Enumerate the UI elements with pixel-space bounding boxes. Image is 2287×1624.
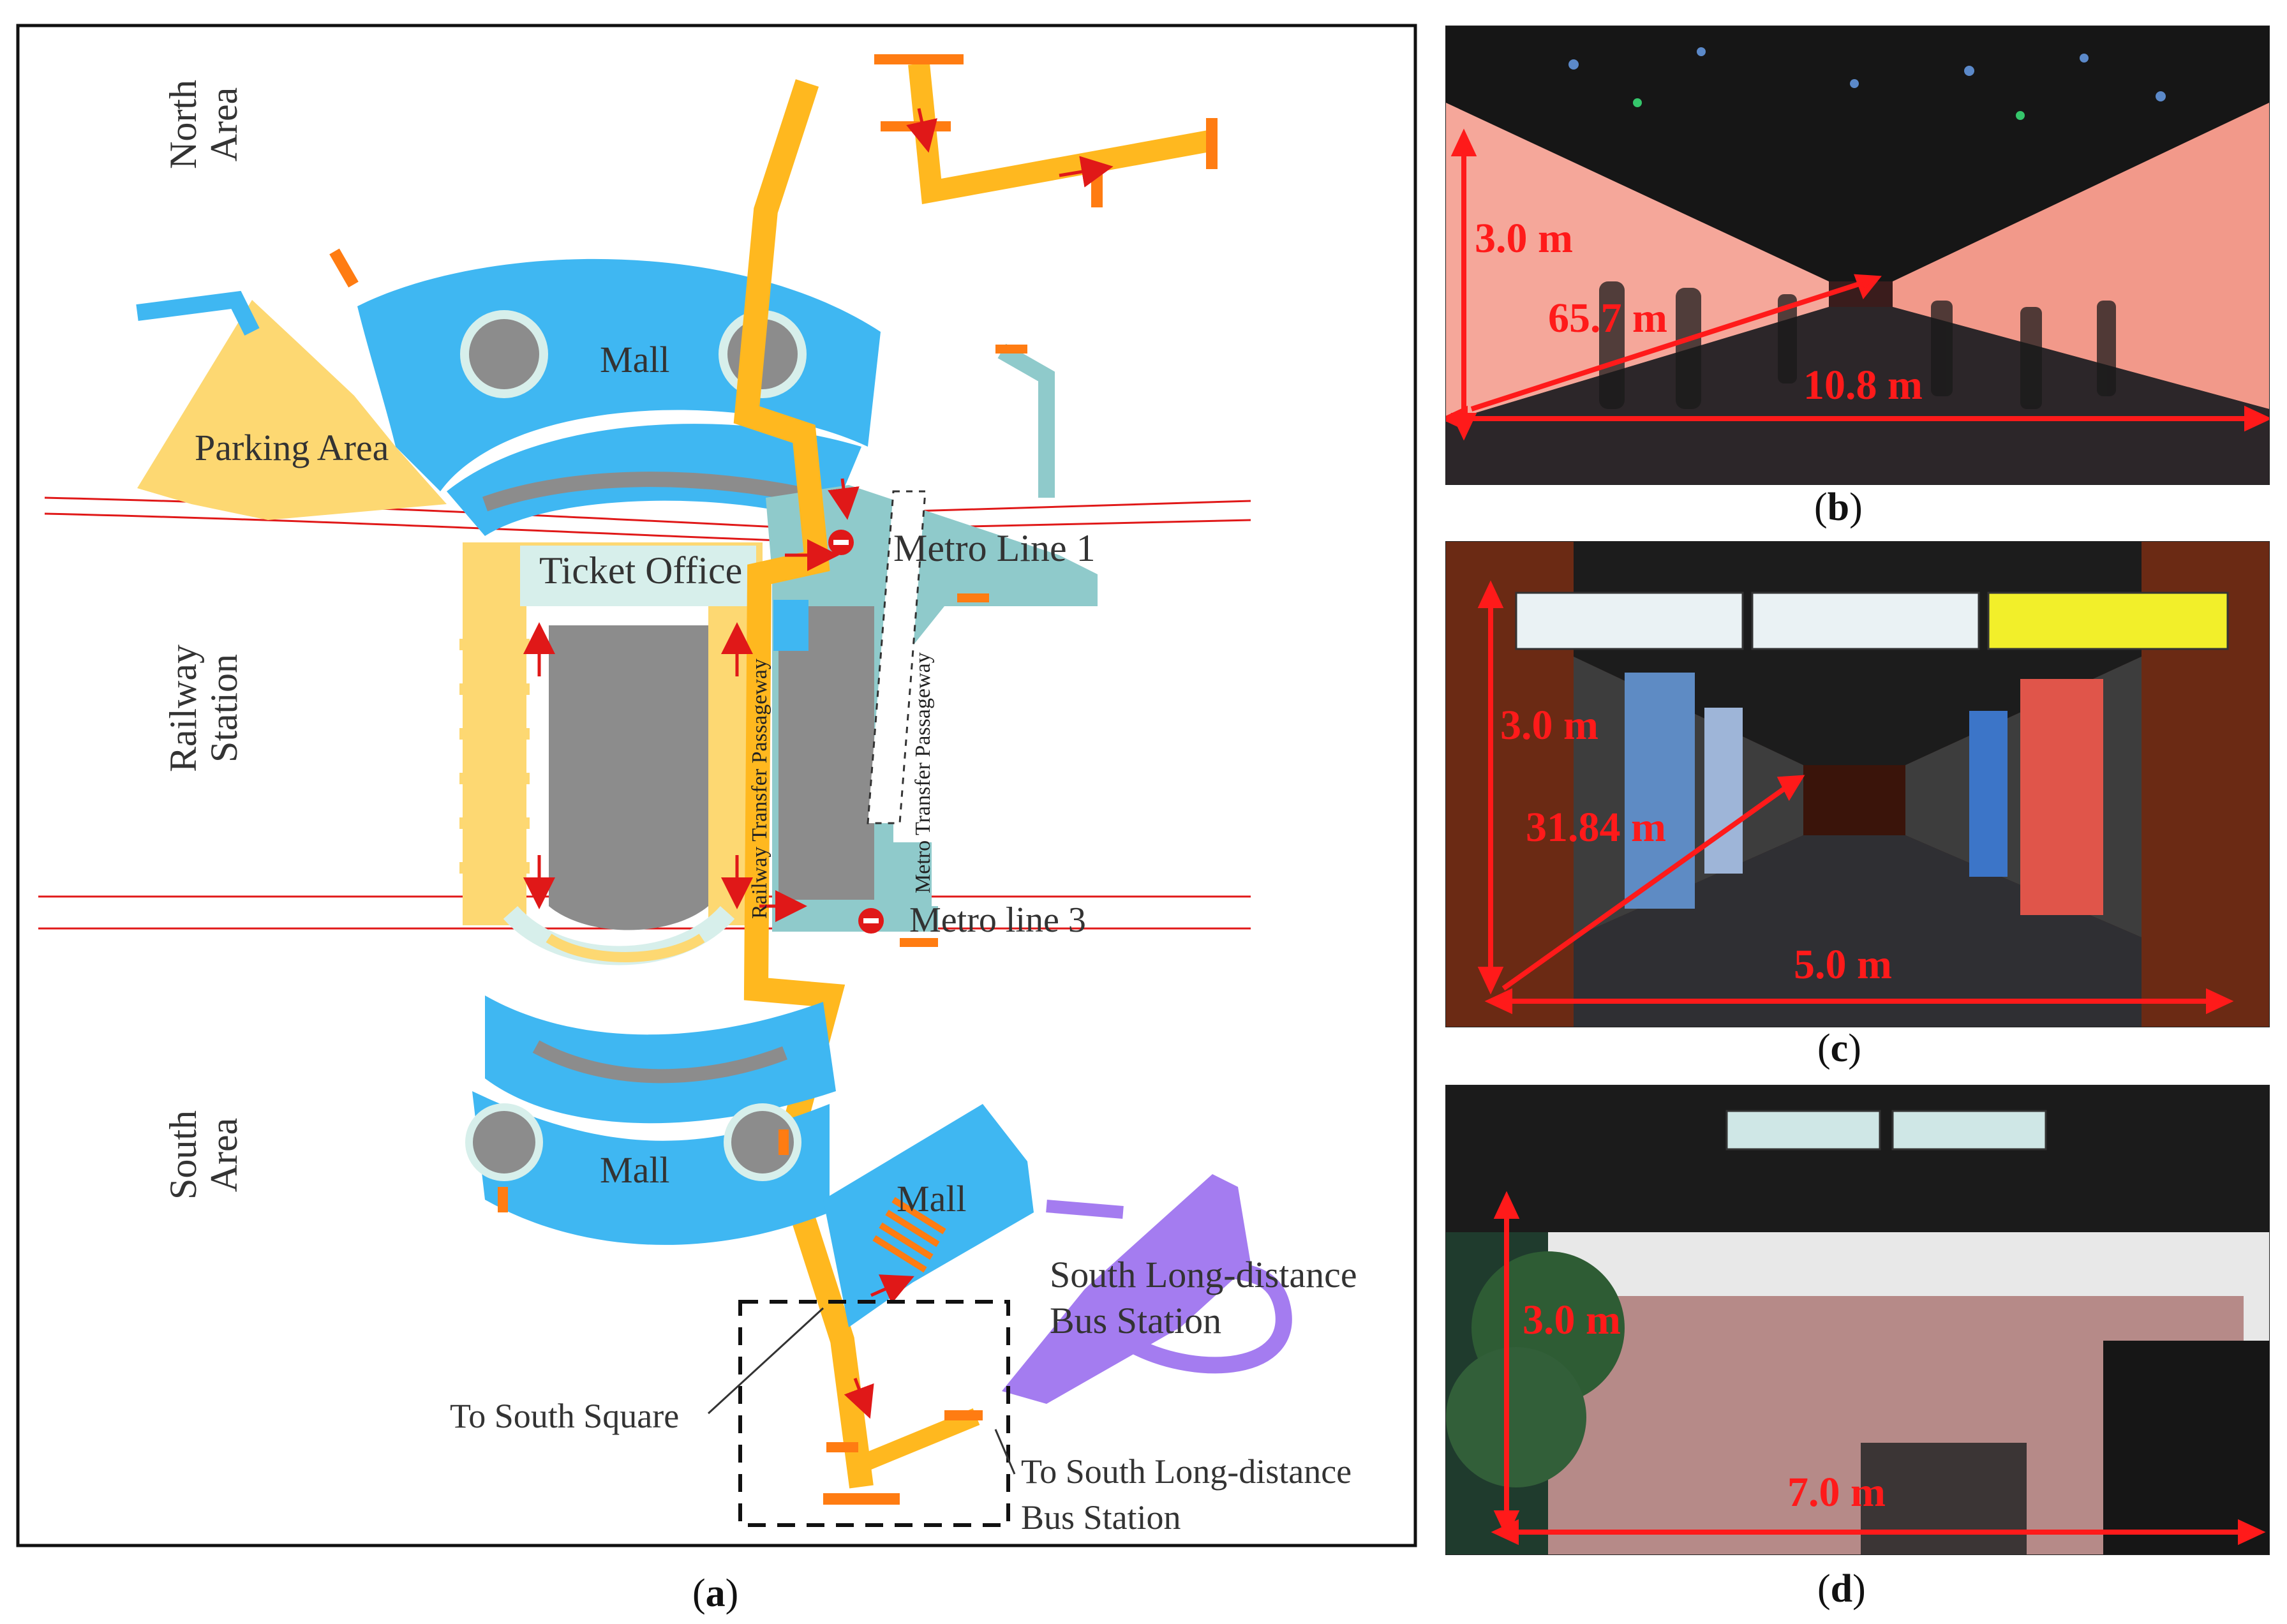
label-metro-line-3: Metro line 3 bbox=[909, 900, 1086, 941]
label-to-south-bus: To South Long-distance Bus Station bbox=[1021, 1449, 1352, 1540]
label-railway-station: Railway Station bbox=[162, 625, 245, 791]
metro-blue-pad bbox=[773, 600, 808, 651]
caption-c-letter: c bbox=[1830, 1027, 1849, 1070]
mall-right-text: Mall bbox=[897, 1178, 967, 1219]
caption-b: (b) bbox=[1814, 486, 1863, 529]
c-length-arrow bbox=[1501, 782, 1792, 991]
south-bus-station-line-1: South Long-distance bbox=[1050, 1254, 1357, 1295]
south-mall-right bbox=[823, 1104, 1034, 1327]
label-mall-bottom: Mall bbox=[600, 1149, 670, 1191]
label-south-area: South Area bbox=[162, 1098, 245, 1212]
photo-b: 3.0 m 65.7 m 10.8 m bbox=[1445, 26, 2270, 485]
metro-grey-block bbox=[778, 606, 874, 900]
caption-d-letter: d bbox=[1830, 1567, 1853, 1611]
c-sign-1 bbox=[1515, 592, 1744, 650]
caption-a: (a) bbox=[692, 1572, 739, 1615]
station-map bbox=[16, 24, 1417, 1547]
caption-d: (d) bbox=[1817, 1567, 1866, 1611]
b-length-label: 65.7 m bbox=[1548, 295, 1667, 341]
to-south-square-text: To South Square bbox=[450, 1397, 680, 1435]
bus-station-loop bbox=[1132, 1262, 1292, 1374]
south-bus-station-shape bbox=[1002, 1174, 1251, 1404]
railway-transfer-passageway-text: Railway Transfer Passageway bbox=[748, 659, 771, 919]
label-parking-area: Parking Area bbox=[195, 426, 389, 469]
mall-top-text: Mall bbox=[600, 339, 670, 380]
south-area-text: South Area bbox=[162, 1110, 245, 1200]
label-south-bus-station: South Long-distance Bus Station bbox=[1050, 1252, 1357, 1344]
south-atrium-right bbox=[724, 1103, 801, 1181]
label-ticket-office: Ticket Office bbox=[539, 549, 742, 593]
mall-bottom-text: Mall bbox=[600, 1149, 670, 1191]
ticket-office-hall bbox=[520, 546, 756, 606]
b-length-arrow bbox=[1470, 279, 1868, 412]
parking-area-shape bbox=[137, 300, 447, 520]
station-left-wing bbox=[463, 606, 526, 925]
label-to-south-square: To South Square bbox=[450, 1396, 679, 1436]
label-north-area: North Area bbox=[162, 77, 245, 172]
to-south-bus-line-1: To South Long-distance bbox=[1021, 1452, 1352, 1491]
metro-line-3-icon bbox=[858, 908, 884, 934]
railway-station-text: Railway Station bbox=[162, 644, 245, 772]
south-mall-upper bbox=[485, 995, 836, 1124]
metro-line-3-text: Metro line 3 bbox=[909, 900, 1086, 940]
to-south-bus-line-2: Bus Station bbox=[1021, 1498, 1181, 1537]
pointer-south-bus bbox=[994, 1429, 1016, 1475]
photo-d: 3.0 m 7.0 m bbox=[1445, 1085, 2270, 1555]
metro-line-1-text: Metro Line 1 bbox=[893, 527, 1096, 569]
c-height-label: 3.0 m bbox=[1500, 702, 1598, 749]
north-exit-passage bbox=[908, 63, 1215, 205]
parking-road bbox=[136, 290, 260, 336]
south-mall-lower bbox=[472, 1091, 830, 1245]
metro-transfer-passageway-shape bbox=[867, 490, 927, 824]
caption-b-letter: b bbox=[1827, 486, 1850, 529]
b-height-label: 3.0 m bbox=[1475, 215, 1573, 262]
south-exit-passage bbox=[864, 1408, 980, 1470]
station-bottom-arc-inner bbox=[546, 934, 705, 962]
photo-c: 3.0 m 31.84 m 5.0 m bbox=[1445, 541, 2270, 1027]
c-width-label: 5.0 m bbox=[1794, 941, 1892, 988]
c-length-label: 31.84 m bbox=[1526, 804, 1666, 851]
metro-transfer-passageway-text: Metro Transfer Passageway bbox=[911, 652, 935, 893]
metro-spur bbox=[997, 343, 1055, 498]
highlight-box bbox=[738, 1300, 1010, 1527]
label-metro-transfer-passageway: Metro Transfer Passageway bbox=[911, 652, 935, 893]
south-bus-station-line-2: Bus Station bbox=[1050, 1300, 1222, 1341]
parking-area-text: Parking Area bbox=[195, 427, 389, 468]
station-platform-block bbox=[549, 625, 708, 930]
d-height-label: 3.0 m bbox=[1523, 1297, 1621, 1343]
bus-station-link bbox=[1046, 1200, 1124, 1219]
south-mall-stairs bbox=[872, 1196, 946, 1273]
ticket-office-text: Ticket Office bbox=[539, 549, 743, 592]
north-mall-inner-grey bbox=[482, 472, 819, 512]
b-width-label: 10.8 m bbox=[1803, 362, 1923, 408]
label-mall-top: Mall bbox=[600, 338, 670, 381]
label-mall-right: Mall bbox=[897, 1177, 967, 1220]
north-area-text: North Area bbox=[162, 80, 245, 169]
metro-line-1-icon bbox=[828, 530, 854, 555]
caption-c: (c) bbox=[1817, 1027, 1861, 1070]
c-sign-3 bbox=[1987, 592, 2229, 650]
d-width-label: 7.0 m bbox=[1787, 1469, 1886, 1516]
c-sign-2 bbox=[1751, 592, 1980, 650]
south-mall-upper-grey bbox=[532, 1040, 787, 1084]
pointer-south-square bbox=[707, 1307, 824, 1415]
mall-atrium-left bbox=[460, 310, 548, 398]
south-atrium-left bbox=[465, 1103, 543, 1181]
label-railway-transfer-passageway: Railway Transfer Passageway bbox=[748, 659, 772, 919]
label-metro-line-1: Metro Line 1 bbox=[893, 526, 1096, 570]
flow-arrows bbox=[523, 108, 1114, 1419]
caption-a-letter: a bbox=[705, 1572, 726, 1615]
